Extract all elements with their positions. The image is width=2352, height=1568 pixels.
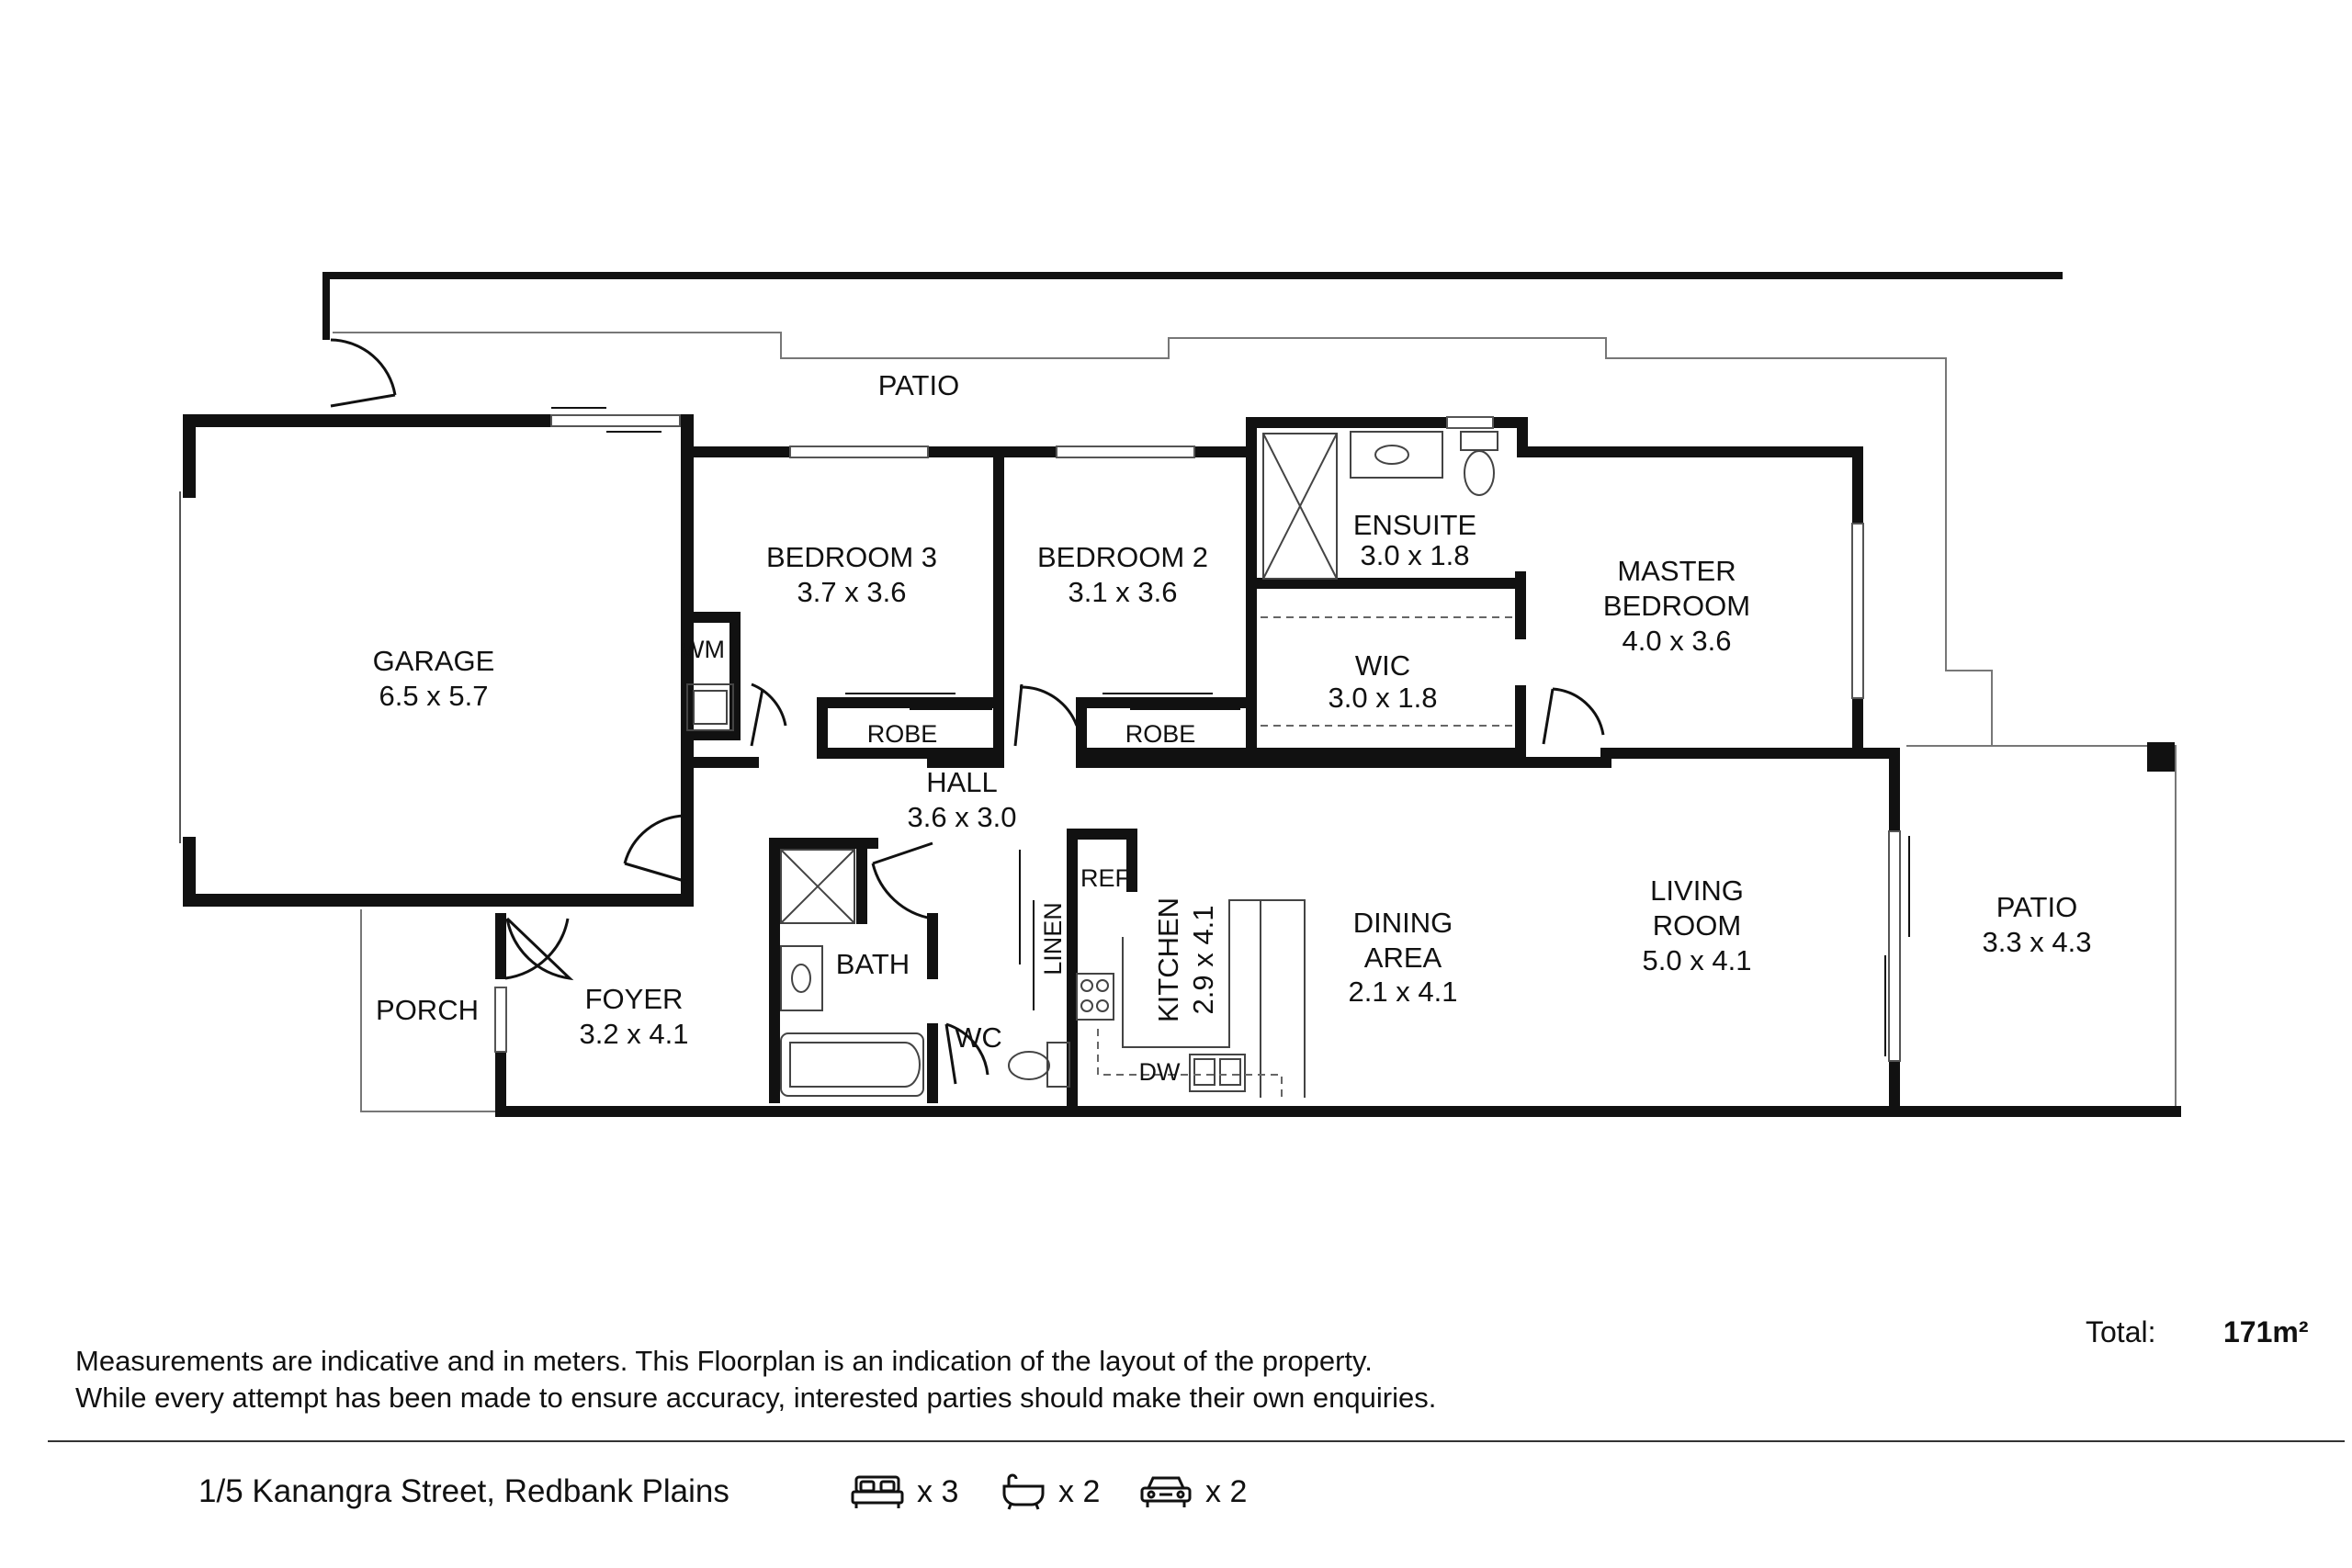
room-label-dining-2: AREA (1364, 942, 1442, 974)
ensuite-toilet (1460, 431, 1498, 451)
room-label-robe2: ROBE (1125, 720, 1196, 748)
sliding-doors (551, 407, 1910, 1056)
room-dims-hall: 3.6 x 3.0 (908, 801, 1017, 833)
bathroom-count: x 2 (1001, 1473, 1100, 1510)
bath-icon (1002, 1473, 1045, 1510)
bedroom-count: x 3 (851, 1473, 958, 1510)
doors (330, 338, 1605, 1085)
footer-divider (48, 1440, 2345, 1442)
bedroom-count-text: x 3 (917, 1473, 959, 1509)
room-label-ref: REF (1080, 864, 1130, 892)
room-label-master-1: MASTER (1617, 555, 1736, 587)
total-area-label: Total: (2086, 1315, 2156, 1348)
room-dims-garage: 6.5 x 5.7 (379, 680, 489, 712)
kitchen-sink (1189, 1054, 1246, 1092)
dashed-lines (1097, 616, 1516, 1098)
car-count: x 2 (1139, 1473, 1247, 1510)
bathtub (780, 1032, 924, 1097)
room-label-patio-side: PATIO (1996, 891, 2077, 923)
ensuite-shower (1262, 433, 1338, 580)
room-dims-dining: 2.1 x 4.1 (1349, 976, 1458, 1008)
room-label-living-2: ROOM (1653, 909, 1741, 942)
interior-walls (495, 417, 2181, 1117)
laundry-tub (686, 683, 734, 731)
room-label-wc: WC (955, 1021, 1002, 1054)
room-label-wm: WM (681, 636, 725, 663)
fixtures (686, 431, 1498, 1098)
bath-vanity (780, 945, 823, 1011)
disclaimer-line-1: Measurements are indicative and in meter… (75, 1345, 1373, 1377)
room-dims-bedroom3: 3.7 x 3.6 (797, 576, 907, 608)
wc-toilet (1046, 1042, 1070, 1088)
room-label-bedroom2: BEDROOM 2 (1037, 541, 1208, 573)
bath-shower (780, 849, 855, 924)
room-label-linen: LINEN (1039, 902, 1067, 976)
patio-post (2147, 742, 2175, 772)
boundary-wall (322, 272, 2063, 340)
property-address: 1/5 Kanangra Street, Redbank Plains (198, 1473, 729, 1509)
room-dims-master: 4.0 x 3.6 (1623, 625, 1732, 657)
room-label-garage: GARAGE (373, 645, 495, 677)
room-dims-foyer: 3.2 x 4.1 (580, 1018, 689, 1050)
room-label-wic: WIC (1355, 649, 1410, 682)
disclaimer: Measurements are indicative and in meter… (75, 1343, 1637, 1416)
floor-plan: PATIO GARAGE 6.5 x 5.7 BEDROOM 3 3.7 x 3… (179, 272, 2181, 1117)
room-label-kitchen: KITCHEN (1152, 897, 1184, 1022)
room-dims-patio-side: 3.3 x 4.3 (1983, 926, 2092, 958)
room-label-ensuite: ENSUITE (1353, 509, 1476, 541)
room-dims-kitchen: 2.9 x 4.1 (1187, 906, 1219, 1015)
room-dims-living: 5.0 x 4.1 (1643, 944, 1752, 976)
room-dims-bedroom2: 3.1 x 3.6 (1069, 576, 1178, 608)
car-icon (1140, 1476, 1192, 1507)
room-label-foyer: FOYER (585, 983, 684, 1015)
room-label-bedroom3: BEDROOM 3 (766, 541, 937, 573)
room-label-master-2: BEDROOM (1603, 590, 1750, 622)
total-area-value: 171m² (2223, 1315, 2309, 1348)
bathroom-count-text: x 2 (1058, 1473, 1101, 1509)
disclaimer-line-2: While every attempt has been made to ens… (75, 1382, 1437, 1414)
car-count-text: x 2 (1205, 1473, 1248, 1509)
room-label-living-1: LIVING (1650, 874, 1744, 907)
room-label-bath: BATH (836, 948, 910, 980)
bed-icon (851, 1475, 904, 1508)
room-label-robe3: ROBE (867, 720, 938, 748)
patio-boundary (333, 332, 2177, 1112)
room-label-dining-1: DINING (1353, 907, 1453, 939)
room-label-hall: HALL (926, 766, 998, 798)
room-dims-ensuite: 3.0 x 1.8 (1361, 539, 1470, 571)
room-label-patio-top: PATIO (878, 369, 959, 401)
room-label-dw: DW (1139, 1058, 1181, 1086)
room-dims-wic: 3.0 x 1.8 (1329, 682, 1438, 714)
cooktop (1076, 973, 1114, 1021)
windows (494, 414, 1901, 1062)
ensuite-vanity (1350, 431, 1443, 479)
room-label-porch: PORCH (376, 994, 479, 1026)
